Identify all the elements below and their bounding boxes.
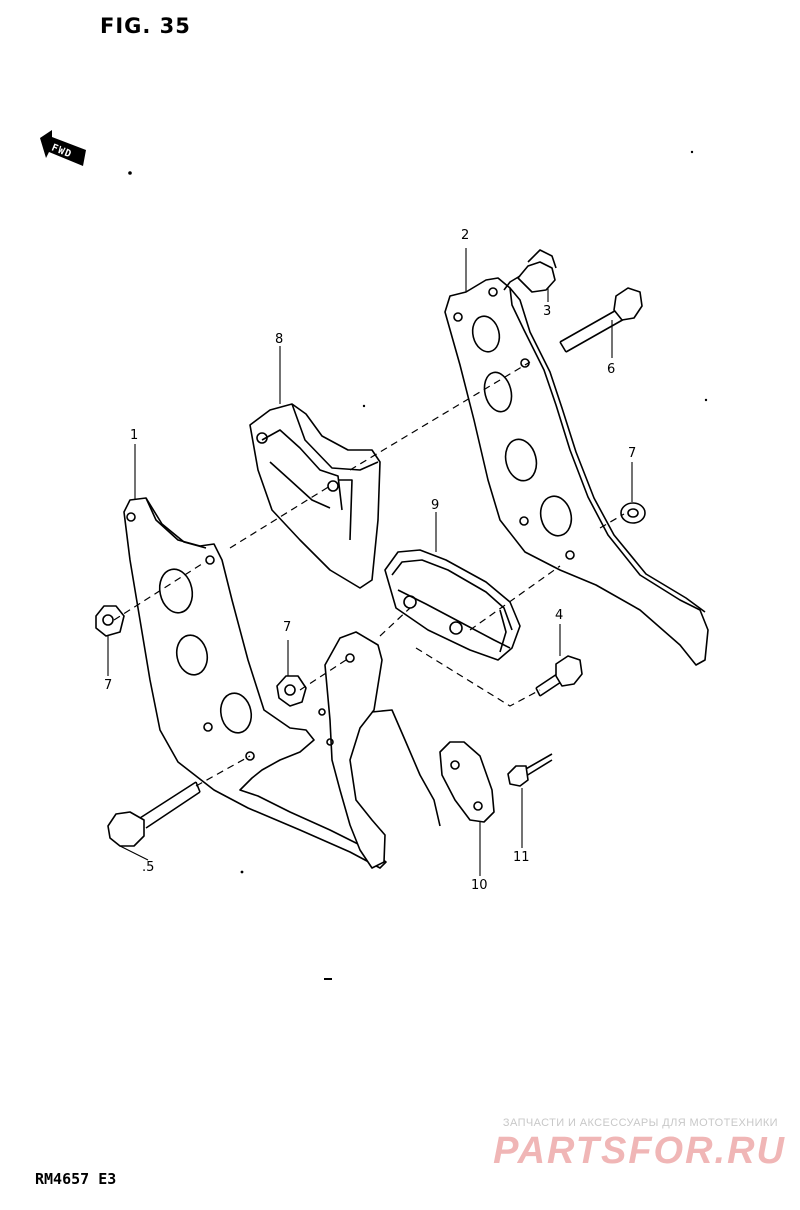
callout-7-center: 7: [283, 620, 292, 635]
nut-7-center: [276, 675, 307, 707]
callout-8: 8: [275, 332, 284, 347]
callout-1: 1: [130, 428, 139, 443]
figure-title: FIG. 35: [100, 14, 191, 38]
watermark-brand: PARTSFOR.RU: [493, 1130, 786, 1172]
bolt-3: [503, 249, 557, 293]
bolt-6: [559, 287, 643, 353]
bolt-5: [107, 781, 201, 847]
lower-bracket: [318, 631, 441, 869]
callout-2: 2: [461, 228, 470, 243]
nut-7-right: [620, 502, 646, 524]
spacer: [439, 741, 495, 823]
callout-3: 3: [543, 304, 552, 319]
side-plate-left: [123, 497, 387, 869]
rubber-damper: [384, 549, 521, 661]
callout-10: 10: [471, 878, 488, 893]
screw-11: [507, 753, 553, 787]
callout-4: 4: [555, 608, 564, 623]
watermark-tagline: ЗАПЧАСТИ И АКСЕССУАРЫ ДЛЯ МОТОТЕХНИКИ: [502, 1117, 778, 1129]
side-plate-right: [444, 277, 709, 666]
callout-11: 11: [513, 850, 530, 865]
callout-6: 6: [607, 362, 616, 377]
drawing-code: RM4657 E3: [35, 1170, 117, 1188]
forward-arrow-icon: [40, 130, 86, 166]
nut-7-left: [95, 605, 125, 637]
callout-9: 9: [431, 498, 440, 513]
callout-5: .5: [142, 860, 155, 875]
callout-7-right: 7: [628, 446, 637, 461]
bolt-4: [535, 655, 583, 697]
callout-7-left: 7: [104, 678, 113, 693]
